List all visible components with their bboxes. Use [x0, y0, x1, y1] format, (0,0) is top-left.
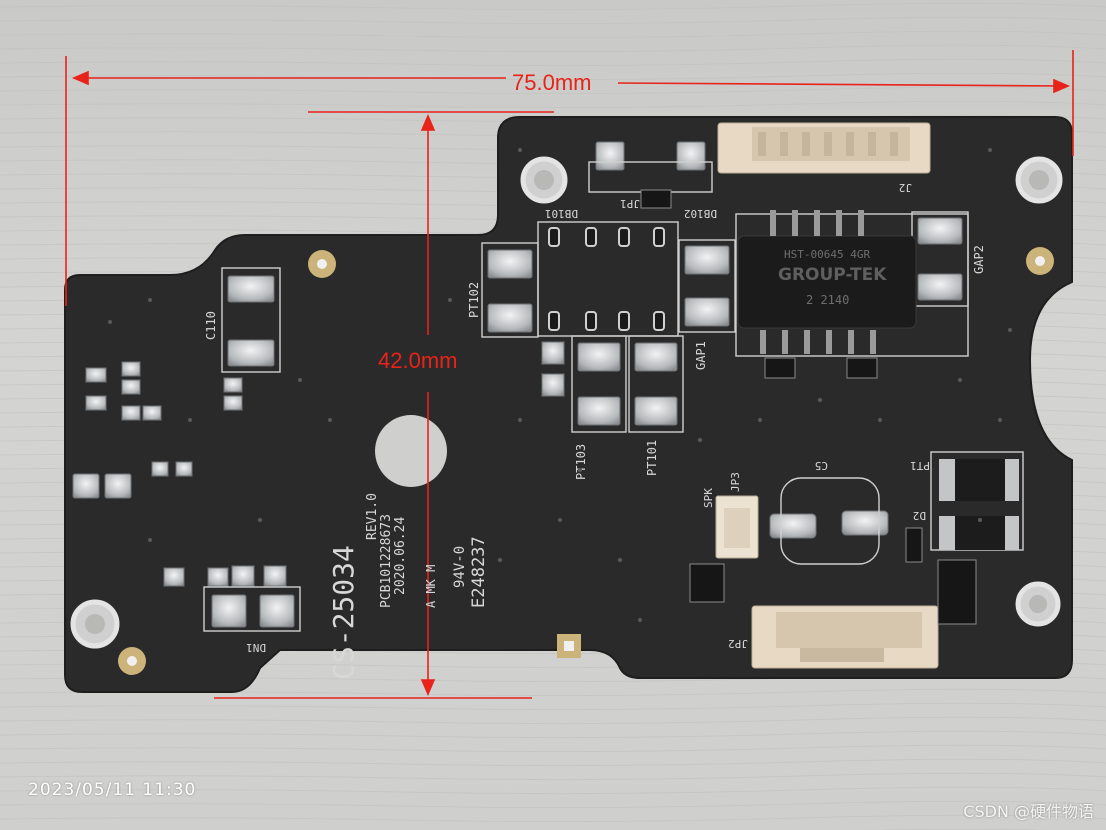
measurement-lines: [65, 50, 1074, 699]
connector-jp2: [751, 605, 939, 669]
ref-pt102: PT102: [467, 282, 481, 318]
ref-jp3: JP3: [729, 472, 742, 492]
ref-spk: SPK: [702, 488, 715, 508]
ref-pt101: PT101: [645, 440, 659, 476]
silkscreen-text: CS-25034 REV1.0 PCB101228673 2020.06.24 …: [204, 181, 986, 680]
ref-gap1: GAP1: [694, 341, 708, 370]
connector-jp3: [715, 495, 759, 559]
ref-c5: C5: [815, 459, 828, 472]
small-components: [640, 189, 977, 625]
silk-ul-file: E248237: [469, 536, 489, 608]
ref-d2: D2: [913, 509, 926, 522]
ref-pt1: PT1: [910, 459, 930, 472]
ref-jp1: JP1: [620, 197, 640, 210]
silk-board-id: CS-25034: [327, 545, 360, 680]
csdn-watermark: CSDN @硬件物语: [963, 802, 1094, 821]
ref-dn1: DN1: [246, 641, 266, 654]
height-measurement: 42.0mm: [378, 348, 457, 373]
diode-array: [548, 227, 665, 331]
transformer-brand: GROUP-TEK: [778, 265, 887, 285]
photo-timestamp: 2023/05/11 11:30: [28, 780, 197, 800]
ref-gap2: GAP2: [972, 245, 986, 274]
silk-date: 2020.06.24: [393, 517, 408, 595]
via-dots: [108, 148, 1012, 622]
ref-db102: DB102: [684, 207, 717, 220]
transformer-code: 2 2140: [806, 293, 849, 307]
mounting-holes: [70, 156, 1063, 675]
mounting-hole-center: [375, 415, 447, 487]
transformer: HST-00645 4GR GROUP-TEK 2 2140: [737, 210, 917, 354]
silk-ul-mark: A MK M: [424, 565, 438, 608]
transformer-part: HST-00645 4GR: [784, 248, 870, 261]
silk-rev: REV1.0: [365, 493, 380, 540]
width-measurement: 75.0mm: [512, 70, 591, 95]
silk-rating: 94V-0: [452, 546, 468, 588]
ref-db101: DB101: [545, 207, 578, 220]
ref-pt103: PT103: [574, 444, 588, 480]
connector-j2: [717, 122, 931, 174]
ref-jp2: JP2: [728, 637, 748, 650]
power-diodes: [939, 459, 1019, 550]
ref-c110: C110: [204, 311, 218, 340]
ref-j2: J2: [899, 181, 912, 194]
solder-pads: [72, 141, 963, 628]
silk-pcb-number: PCB101228673: [379, 514, 394, 608]
